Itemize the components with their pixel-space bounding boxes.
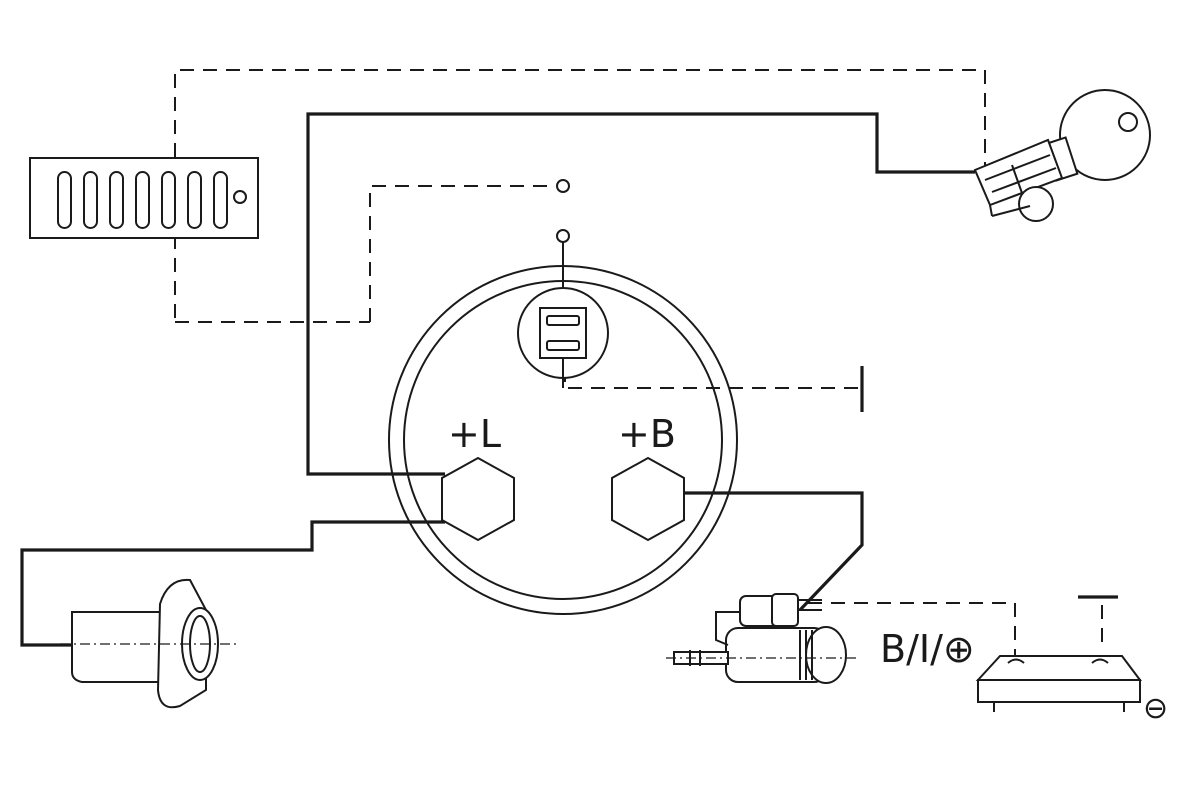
terminal-b: +B [611, 412, 685, 542]
alternator-icon [60, 578, 240, 709]
terminal-l: +L [441, 412, 515, 542]
battery-icon [975, 655, 1142, 712]
dashed-wire-starter-to-battery [808, 595, 1118, 655]
wire-terminal-b-to-starter [682, 491, 864, 612]
dashed-wire-indicator-to-switch [174, 69, 986, 323]
dashboard-indicator [29, 157, 259, 239]
battery-negative-label: ⊖ [1143, 691, 1168, 726]
wire-switch-to-terminal-l [306, 112, 975, 476]
battery-positive-label: B/I/⊕ [880, 627, 975, 671]
ignition-key-icon [973, 89, 1151, 222]
terminal-l-label: +L [448, 412, 501, 456]
gauge-body [388, 265, 738, 615]
wire-terminal-l-to-alternator [20, 520, 445, 647]
terminal-b-label: +B [618, 412, 676, 456]
starter-motor-icon [666, 593, 860, 684]
dashed-wire-lamp-contact [369, 185, 550, 322]
